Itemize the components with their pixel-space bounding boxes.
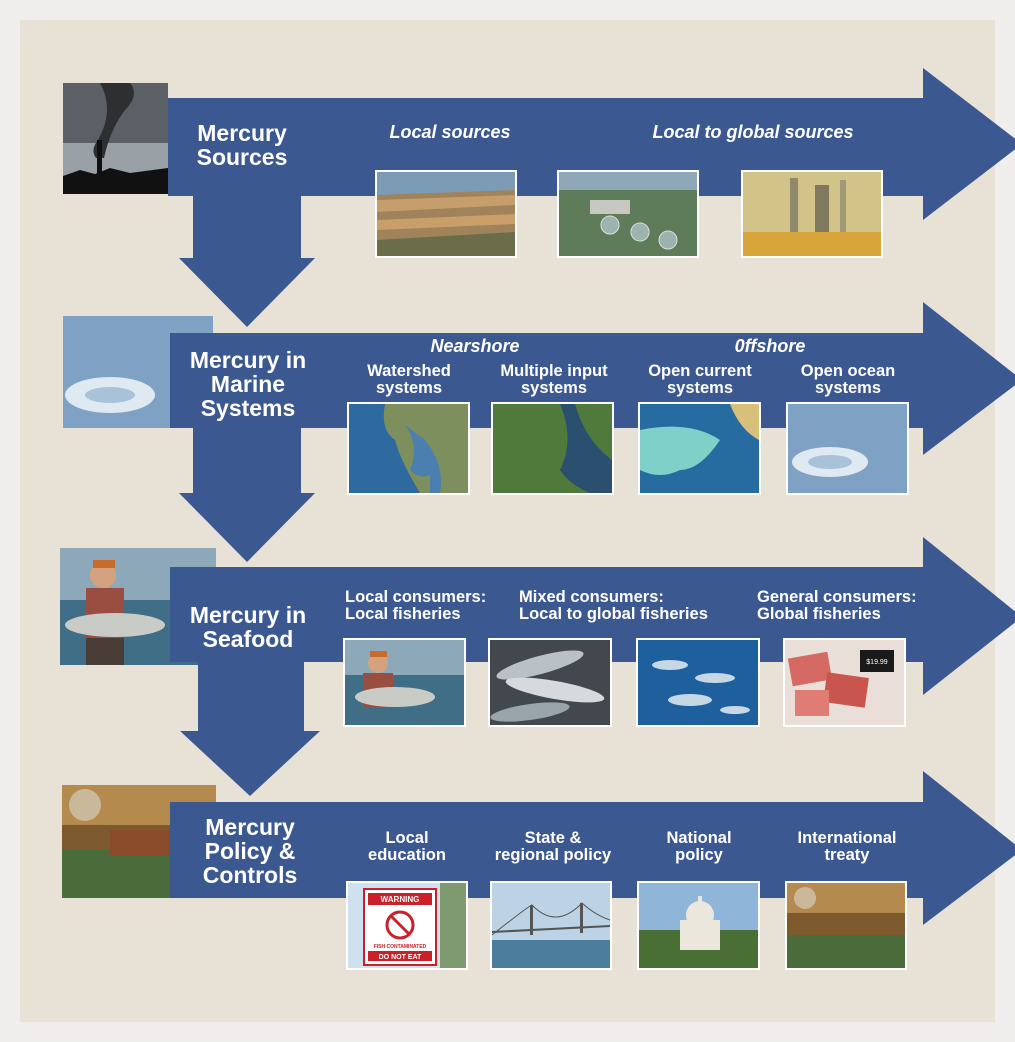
row-label-sources: Mercury Sources: [178, 121, 306, 169]
row-label-seafood: Mercury in Seafood: [172, 603, 324, 651]
photo-ocean-water: [786, 402, 909, 495]
header-local-sources: Local sources: [389, 122, 511, 142]
price-tag-text: $19.99: [866, 659, 888, 666]
row-label-seafood-text: Mercury in Seafood: [189, 602, 307, 653]
caption-open-ocean-systems: Open ocean systems: [800, 362, 896, 397]
photo-tuna-steaks: [783, 638, 906, 727]
caption-local-consumers: Local consumers: Local fisheries: [345, 588, 487, 623]
header-offshore: 0ffshore: [734, 336, 806, 356]
row-label-policy-text: Mercury Policy & Controls: [202, 814, 298, 889]
row-label-marine-text: Mercury in Marine Systems: [189, 347, 307, 422]
photo-open-pit-mine: [375, 170, 517, 258]
caption-international-treaty: International treaty: [797, 829, 897, 864]
down-arrow-1: [179, 196, 315, 327]
photo-coastal-bloom-satellite: [638, 402, 761, 495]
caption-mixed-consumers: Mixed consumers: Local to global fisheri…: [519, 588, 708, 623]
photo-angler-with-fish: [343, 638, 466, 727]
down-arrow-3: [180, 662, 320, 796]
caption-local-education: Local education: [368, 829, 446, 864]
row-label-sources-text: Mercury Sources: [196, 120, 288, 171]
photo-fish-pile: [488, 638, 612, 727]
photo-estuary-satellite: [491, 402, 614, 495]
caption-national-policy: National policy: [666, 829, 732, 864]
photo-capitol: [637, 881, 760, 970]
warning-sign-bottom: DO NOT EAT: [379, 954, 422, 961]
header-nearshore: Nearshore: [430, 336, 520, 356]
photo-bridge: [490, 881, 612, 970]
row-label-marine: Mercury in Marine Systems: [172, 347, 324, 422]
caption-state-regional-policy: State & regional policy: [494, 829, 612, 864]
photo-warning-sign: [346, 881, 468, 970]
caption-general-consumers: General consumers: Global fisheries: [757, 588, 917, 623]
warning-sign-middle: FISH CONTAMINATED: [374, 944, 427, 950]
photo-wastewater-plant: [557, 170, 699, 258]
side-photo-smokestack: [63, 83, 168, 194]
photo-tuna-school: [636, 638, 760, 727]
caption-watershed-systems: Watershed systems: [367, 362, 451, 397]
photo-industrial-plant: [741, 170, 883, 258]
photo-assembly-hall: [785, 881, 907, 970]
caption-multiple-input-systems: Multiple input systems: [500, 362, 608, 397]
warning-sign-top: WARNING: [381, 895, 420, 904]
caption-open-current-systems: Open current systems: [648, 362, 752, 397]
row-label-policy: Mercury Policy & Controls: [176, 814, 324, 889]
header-local-to-global-sources: Local to global sources: [652, 122, 854, 142]
down-arrow-2: [179, 428, 315, 562]
photo-bay-satellite: [347, 402, 470, 495]
